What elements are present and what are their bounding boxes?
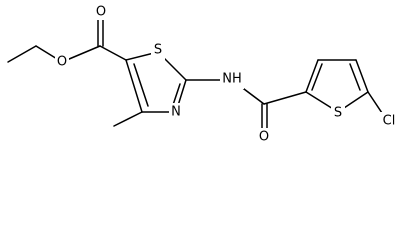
bond-c4-c5-inner — [133, 63, 149, 107]
atom-nh-amide: NH — [220, 71, 244, 89]
atom-label-o-ester: O — [57, 55, 67, 70]
atom-label-n-thiazole: N — [171, 105, 181, 120]
bond-c4-methyl — [113, 111, 143, 127]
atom-s-thiazole: S — [151, 42, 165, 60]
atom-o-carbonyl: O — [94, 4, 108, 20]
bond-amide-thiophene — [263, 91, 307, 105]
bond-th-c2-c3-inner — [311, 63, 323, 91]
bond-th-c4-c5 — [355, 59, 369, 93]
molecule-diagram: O O S NH N O S Cl — [7, 4, 400, 146]
atom-label-s-thiophene: S — [334, 106, 342, 121]
atom-label-o-carbonyl: O — [96, 5, 106, 20]
atom-s-thiophene: S — [331, 104, 345, 122]
bond-th-c4-c5-inner — [349, 63, 361, 91]
atom-n-thiazole: N — [169, 103, 183, 121]
atom-label-o-amide: O — [259, 130, 269, 145]
bond-carbonyl-c5 — [99, 45, 127, 61]
atom-o-amide: O — [257, 128, 271, 146]
atom-o-ester: O — [55, 54, 69, 70]
atom-label-s-thiazole: S — [154, 43, 162, 58]
atom-cl: Cl — [378, 112, 400, 130]
bond-th-c2-c3 — [305, 59, 319, 93]
bond-c4-c5 — [125, 59, 143, 113]
atom-label-cl: Cl — [383, 114, 396, 129]
bond-ch3-ch2 — [7, 45, 37, 63]
atom-label-nh: NH — [222, 72, 242, 87]
atom-labels: O O S NH N O S Cl — [55, 4, 400, 146]
bonds — [7, 13, 385, 131]
